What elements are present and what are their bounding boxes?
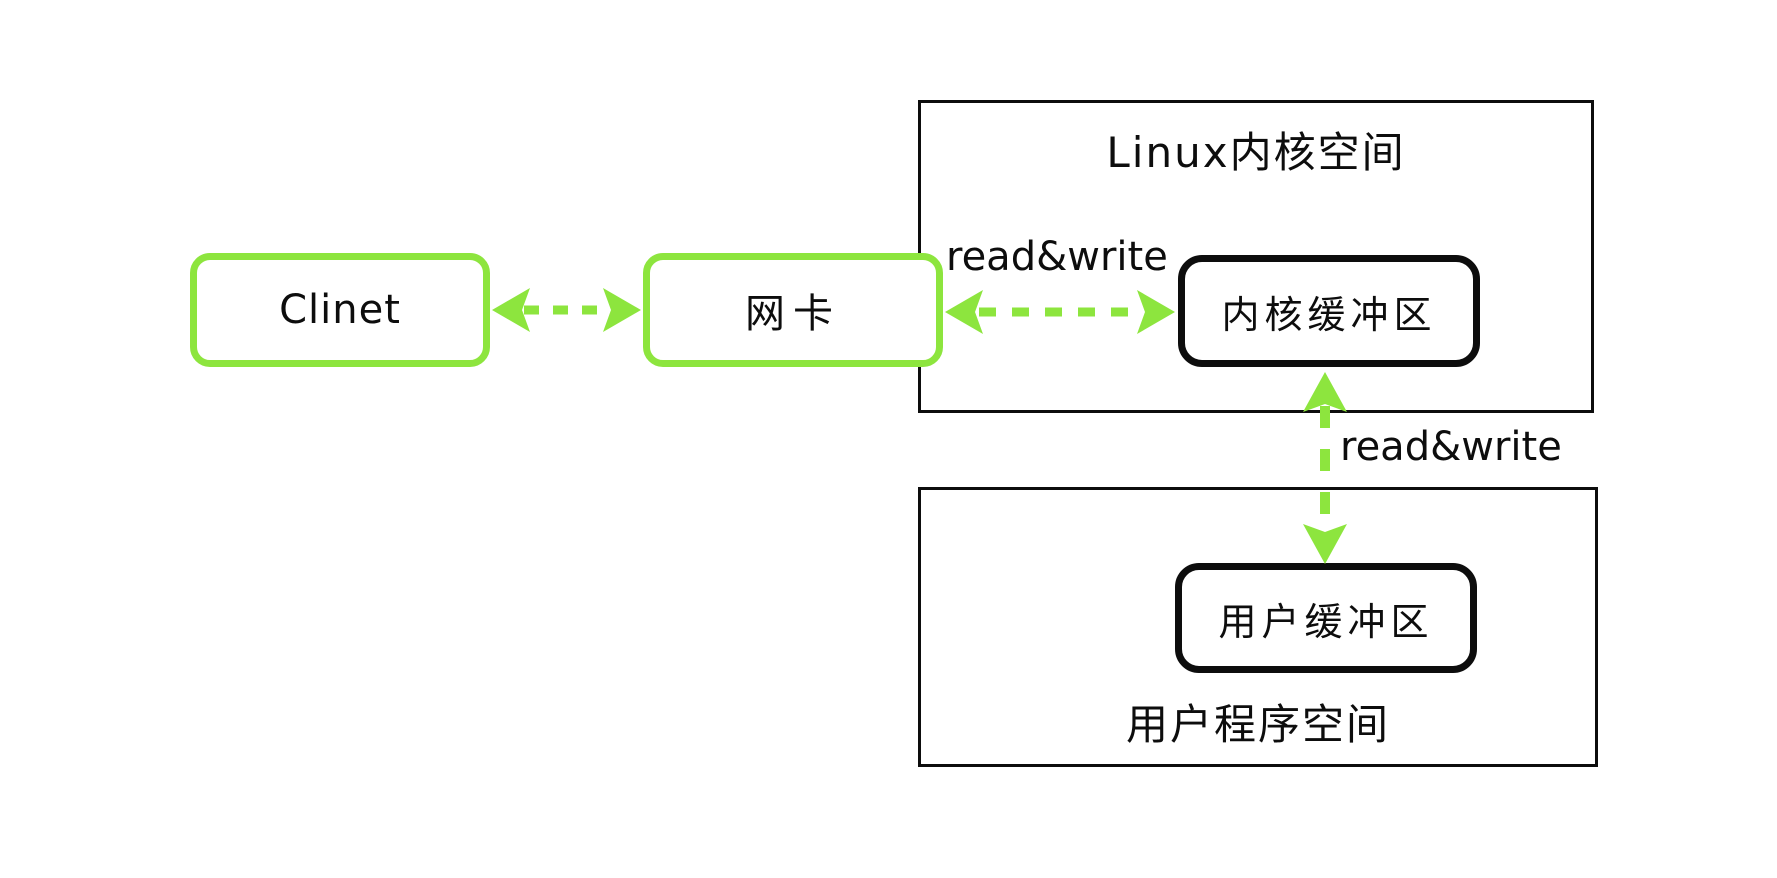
client-nic-arrowhead-right: [603, 288, 641, 332]
client-node-label: Clinet: [279, 287, 401, 333]
kernel-buffer-node: 内核缓冲区: [1178, 255, 1480, 367]
network-card-node-label: 网卡: [745, 291, 841, 337]
client-nic-arrowhead-left: [492, 288, 530, 332]
user-buffer-node: 用户缓冲区: [1175, 563, 1477, 673]
client-node: Clinet: [190, 253, 490, 367]
kernel-buffer-node-label: 内核缓冲区: [1221, 292, 1437, 337]
client-nic-arrow: [492, 288, 641, 332]
kernel-user-arrow-label: read&write: [1340, 424, 1562, 470]
kernel-space-title: Linux内核空间: [1106, 128, 1406, 177]
network-card-node: 网卡: [643, 253, 943, 367]
user-space-title: 用户程序空间: [1125, 700, 1390, 749]
nic-kernel-arrow-label: read&write: [946, 234, 1168, 280]
user-buffer-node-label: 用户缓冲区: [1218, 599, 1434, 644]
